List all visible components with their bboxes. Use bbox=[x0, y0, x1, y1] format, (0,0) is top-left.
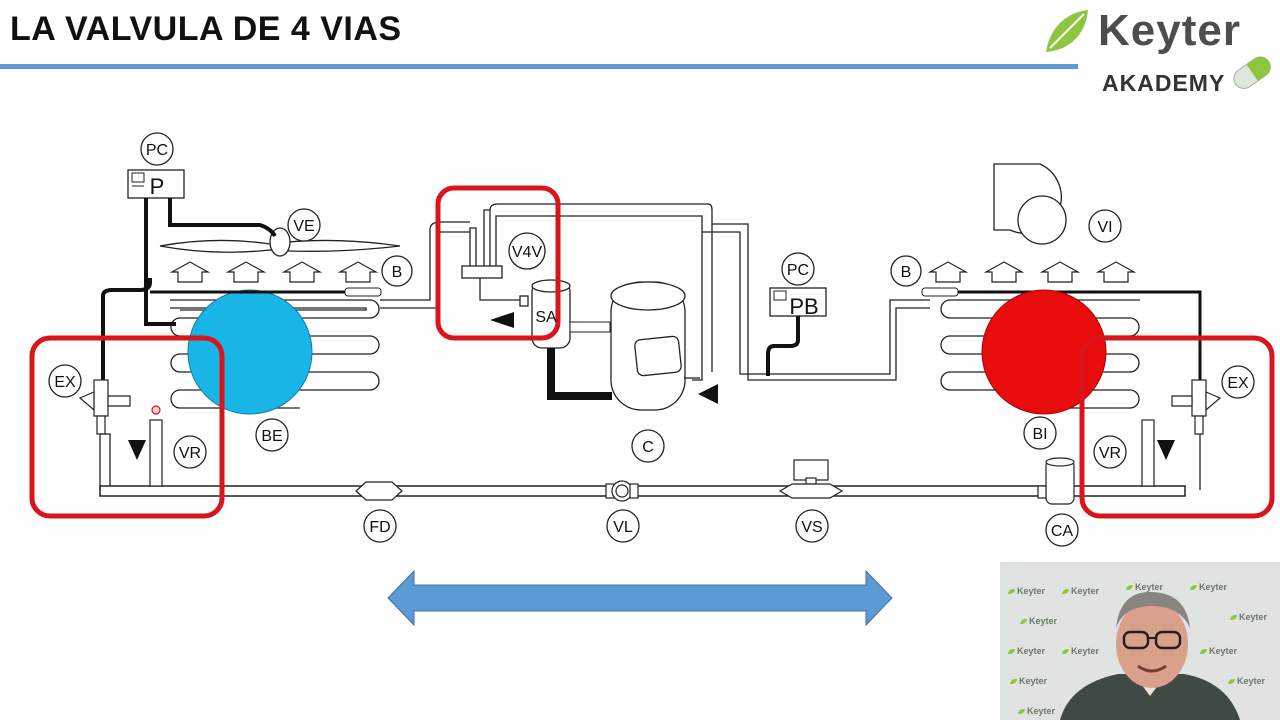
label-vs: VS bbox=[801, 519, 822, 536]
highlight-left-expansion bbox=[29, 335, 225, 519]
label-ex-left: EX bbox=[54, 374, 76, 391]
hot-coil-marker bbox=[981, 289, 1107, 415]
four-way-valve bbox=[461, 203, 713, 381]
highlight-right-expansion bbox=[1079, 335, 1275, 519]
pc-cable-left bbox=[168, 198, 277, 238]
label-be: BE bbox=[261, 428, 282, 445]
keyter-logo: Keyter AKADEMY bbox=[1040, 6, 1276, 118]
label-b-right: B bbox=[901, 264, 912, 281]
highlight-v4v bbox=[435, 185, 561, 341]
label-bi: BI bbox=[1032, 426, 1047, 443]
suction-line-compressor bbox=[547, 348, 612, 400]
watermark: Keyter bbox=[1018, 706, 1055, 716]
pb-tube bbox=[766, 316, 800, 376]
receiver-vr-left bbox=[149, 405, 163, 487]
label-v4v: V4V bbox=[512, 244, 543, 261]
filter-drier-fd bbox=[355, 481, 403, 501]
check-valve-ca bbox=[1037, 457, 1075, 505]
watermark: Keyter bbox=[1190, 582, 1227, 592]
label-vi: VI bbox=[1097, 219, 1112, 236]
double-arrow bbox=[387, 569, 893, 627]
presenter bbox=[1060, 592, 1240, 720]
label-pc-right: PC bbox=[787, 262, 809, 279]
label-vr-left: VR bbox=[179, 445, 201, 462]
pc-tube-left bbox=[144, 198, 176, 326]
label-ve: VE bbox=[293, 218, 314, 235]
equalizer-left bbox=[101, 278, 152, 380]
watermark: Keyter bbox=[1008, 646, 1045, 656]
bulb-right bbox=[921, 287, 959, 297]
label-vl: VL bbox=[613, 519, 633, 536]
label-b-left: B bbox=[392, 264, 403, 281]
watermark: Keyter bbox=[1010, 676, 1047, 686]
bulb-left bbox=[344, 287, 382, 297]
highlight-boxes bbox=[29, 185, 1275, 519]
slide-title: LA VALVULA DE 4 VIAS bbox=[10, 10, 402, 48]
cold-coil-marker bbox=[187, 289, 313, 415]
flow-arrow-v4v bbox=[490, 312, 514, 328]
discharge-line bbox=[702, 223, 930, 381]
air-arrows-right bbox=[927, 261, 1137, 283]
receiver-vr-right bbox=[1141, 419, 1155, 487]
brand-sub: AKADEMY bbox=[1102, 70, 1226, 96]
component-labels bbox=[48, 132, 1255, 547]
label-ex-right: EX bbox=[1227, 375, 1249, 392]
label-p: P bbox=[150, 174, 165, 199]
pressostat-right bbox=[769, 287, 827, 317]
watermark: Keyter bbox=[1230, 612, 1267, 622]
pressostat-left bbox=[127, 169, 185, 199]
flow-arrow-compressor bbox=[698, 384, 718, 404]
sight-glass-vl bbox=[605, 480, 639, 502]
expansion-valve-right bbox=[1171, 379, 1222, 435]
watermark: Keyter bbox=[1228, 676, 1265, 686]
label-vr-right: VR bbox=[1099, 445, 1121, 462]
title-underline bbox=[0, 64, 1078, 69]
label-ca: CA bbox=[1051, 523, 1074, 540]
watermark: Keyter bbox=[1020, 616, 1057, 626]
fan-vi bbox=[993, 163, 1067, 245]
webcam-feed: Keyter Keyter Keyter Keyter Keyter Keyte… bbox=[1000, 562, 1280, 720]
solenoid-valve-vs bbox=[778, 459, 844, 499]
watermark: Keyter bbox=[1126, 582, 1163, 592]
fan-ve bbox=[159, 227, 401, 257]
label-pc-left: PC bbox=[146, 142, 168, 159]
flow-arrow-left bbox=[128, 440, 146, 460]
brand-name: Keyter bbox=[1098, 6, 1241, 55]
air-arrows-left bbox=[169, 261, 379, 283]
watermark: Keyter bbox=[1008, 586, 1045, 596]
label-pb: PB bbox=[789, 294, 818, 319]
compressor-c bbox=[610, 281, 686, 411]
leaf-icon bbox=[1046, 10, 1271, 89]
label-c: C bbox=[642, 439, 654, 456]
label-fd: FD bbox=[369, 519, 390, 536]
expansion-valve-left bbox=[78, 379, 131, 435]
watermark: Keyter bbox=[1062, 586, 1099, 596]
flow-arrow-right bbox=[1157, 440, 1175, 460]
watermark: Keyter bbox=[1200, 646, 1237, 656]
liquid-line bbox=[99, 485, 1186, 497]
watermark: Keyter bbox=[1062, 646, 1099, 656]
label-sa: SA bbox=[535, 309, 557, 326]
